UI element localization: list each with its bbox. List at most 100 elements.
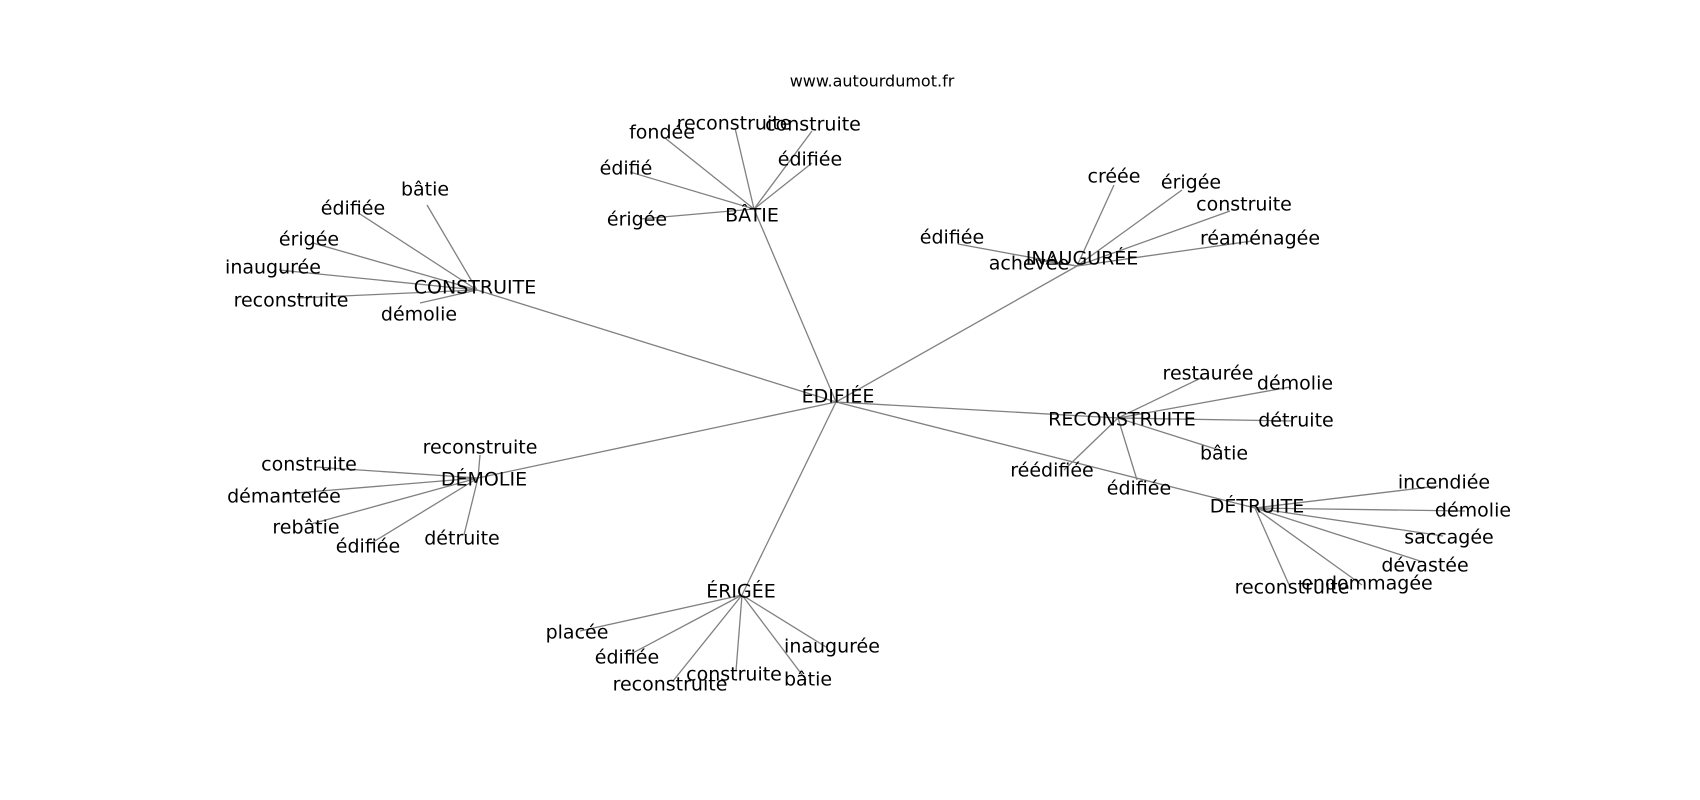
- cluster-leaf-edge: [463, 477, 479, 536]
- leaf-node-label[interactable]: achevée: [989, 253, 1069, 275]
- cluster-leaf-edge: [477, 454, 481, 479]
- cluster-leaf-edge: [741, 594, 827, 648]
- leaf-node-label[interactable]: inaugurée: [784, 636, 880, 658]
- cluster-leaf-edge: [312, 242, 478, 291]
- leaf-node-label[interactable]: érigée: [607, 209, 667, 231]
- leaf-node-label[interactable]: démolie: [1435, 500, 1511, 522]
- cluster-leaf-edge: [1254, 507, 1291, 588]
- cluster-leaf-edge: [957, 243, 1078, 267]
- cluster-leaf-edge: [734, 127, 755, 210]
- cluster-leaf-edge: [1076, 189, 1183, 267]
- cluster-leaf-edge: [1254, 507, 1466, 512]
- cluster-leaf-edge: [639, 208, 755, 220]
- leaf-node-label[interactable]: construite: [765, 114, 861, 136]
- leaf-node-label[interactable]: rebâtie: [272, 517, 339, 539]
- cluster-leaf-edge: [629, 171, 755, 210]
- leaf-node-label[interactable]: réaménagée: [1200, 228, 1320, 250]
- cluster-node-label[interactable]: DÉTRUITE: [1210, 495, 1305, 518]
- cluster-leaf-edge: [735, 594, 743, 672]
- cluster-leaf-edge: [741, 594, 807, 681]
- leaf-node-label[interactable]: érigée: [1161, 172, 1221, 194]
- leaf-node-label[interactable]: détruite: [1258, 410, 1333, 432]
- center-cluster-edge: [835, 401, 1119, 419]
- center-cluster-edge: [477, 401, 837, 479]
- leaf-node-label[interactable]: construite: [686, 664, 782, 686]
- leaf-node-label[interactable]: édifiée: [336, 536, 400, 558]
- leaf-node-label[interactable]: reconstruite: [423, 437, 538, 459]
- cluster-leaf-edge: [1254, 507, 1444, 537]
- cluster-node-label[interactable]: CONSTRUITE: [414, 277, 536, 299]
- cluster-leaf-edge: [314, 466, 479, 479]
- leaf-node-label[interactable]: édifiée: [1107, 478, 1171, 500]
- leaf-node-label[interactable]: placée: [546, 622, 609, 644]
- center-cluster-edge: [835, 265, 1078, 403]
- leaf-node-label[interactable]: endommagée: [1301, 573, 1433, 595]
- cluster-leaf-edge: [753, 162, 813, 210]
- leaf-node-label[interactable]: édifiée: [321, 198, 385, 220]
- cluster-leaf-edge: [628, 594, 743, 656]
- leaf-node-label[interactable]: démolie: [381, 304, 457, 326]
- leaf-node-label[interactable]: reconstruite: [677, 113, 792, 135]
- site-url[interactable]: www.autourdumot.fr: [790, 72, 955, 91]
- cluster-leaf-edge: [664, 137, 755, 210]
- cluster-leaf-edge: [1117, 376, 1204, 419]
- cluster-leaf-edge: [359, 213, 478, 291]
- cluster-leaf-edge: [296, 289, 478, 299]
- cluster-leaf-edge: [1117, 417, 1294, 422]
- leaf-node-label[interactable]: incendiée: [1398, 472, 1490, 494]
- center-node-label[interactable]: ÉDIFIÉE: [802, 385, 875, 408]
- leaf-node-label[interactable]: détruite: [424, 528, 499, 550]
- cluster-leaf-edge: [1254, 507, 1421, 562]
- cluster-node-label[interactable]: INAUGURÉE: [1026, 247, 1139, 270]
- cluster-leaf-edge: [1076, 184, 1115, 267]
- center-cluster-edge: [753, 208, 837, 403]
- leaf-node-label[interactable]: réédifiée: [1010, 460, 1093, 482]
- leaf-node-label[interactable]: bâtie: [401, 179, 449, 201]
- leaf-node-label[interactable]: construite: [1196, 194, 1292, 216]
- leaf-node-label[interactable]: reconstruite: [234, 290, 349, 312]
- center-cluster-edge: [741, 401, 837, 596]
- leaf-node-label[interactable]: édifié: [600, 158, 653, 180]
- leaf-node-label[interactable]: reconstruite: [613, 674, 728, 696]
- cluster-leaf-edge: [1035, 259, 1078, 267]
- center-cluster-edge: [835, 401, 1256, 509]
- leaf-node-label[interactable]: bâtie: [784, 669, 832, 691]
- leaf-node-label[interactable]: bâtie: [1200, 443, 1248, 465]
- cluster-leaf-edge: [419, 289, 478, 304]
- leaf-node-label[interactable]: édifiée: [920, 227, 984, 249]
- cluster-leaf-edge: [672, 594, 743, 682]
- cluster-leaf-edge: [310, 477, 479, 525]
- cluster-leaf-edge: [753, 130, 813, 210]
- leaf-node-label[interactable]: dévastée: [1381, 555, 1468, 577]
- cluster-node-label[interactable]: ÉRIGÉE: [706, 580, 776, 603]
- leaf-node-label[interactable]: créée: [1088, 166, 1141, 188]
- cluster-leaf-edge: [579, 594, 743, 632]
- leaf-node-label[interactable]: érigée: [279, 229, 339, 251]
- leaf-node-label[interactable]: fondée: [629, 122, 695, 144]
- cluster-node-label[interactable]: BÂTIE: [725, 204, 779, 227]
- leaf-node-label[interactable]: démantelée: [227, 486, 341, 508]
- cluster-leaf-edge: [1117, 417, 1138, 481]
- cluster-leaf-edge: [1117, 417, 1223, 452]
- cluster-leaf-edge: [283, 477, 479, 495]
- leaf-node-label[interactable]: saccagée: [1404, 527, 1494, 549]
- graph-labels: www.autourdumot.fr ÉDIFIÉE BÂTIEfondéere…: [225, 72, 1511, 696]
- cluster-leaf-edge: [1076, 240, 1253, 267]
- cluster-leaf-edge: [1076, 210, 1231, 267]
- leaf-node-label[interactable]: édifiée: [778, 149, 842, 171]
- cluster-leaf-edge: [426, 204, 478, 291]
- leaf-node-label[interactable]: restaurée: [1163, 363, 1254, 385]
- cluster-leaf-edge: [278, 269, 478, 291]
- cluster-leaf-edge: [1254, 485, 1439, 509]
- leaf-node-label[interactable]: démolie: [1257, 373, 1333, 395]
- leaf-node-label[interactable]: inaugurée: [225, 257, 321, 279]
- leaf-node-label[interactable]: édifiée: [595, 647, 659, 669]
- cluster-node-label[interactable]: RECONSTRUITE: [1048, 409, 1196, 431]
- cluster-leaf-edge: [1117, 386, 1291, 419]
- leaf-node-label[interactable]: reconstruite: [1235, 577, 1350, 599]
- center-cluster-edge: [476, 289, 837, 403]
- cluster-leaf-edge: [1254, 507, 1363, 586]
- cluster-node-label[interactable]: DÉMOLIE: [441, 468, 527, 491]
- leaf-node-label[interactable]: construite: [261, 454, 357, 476]
